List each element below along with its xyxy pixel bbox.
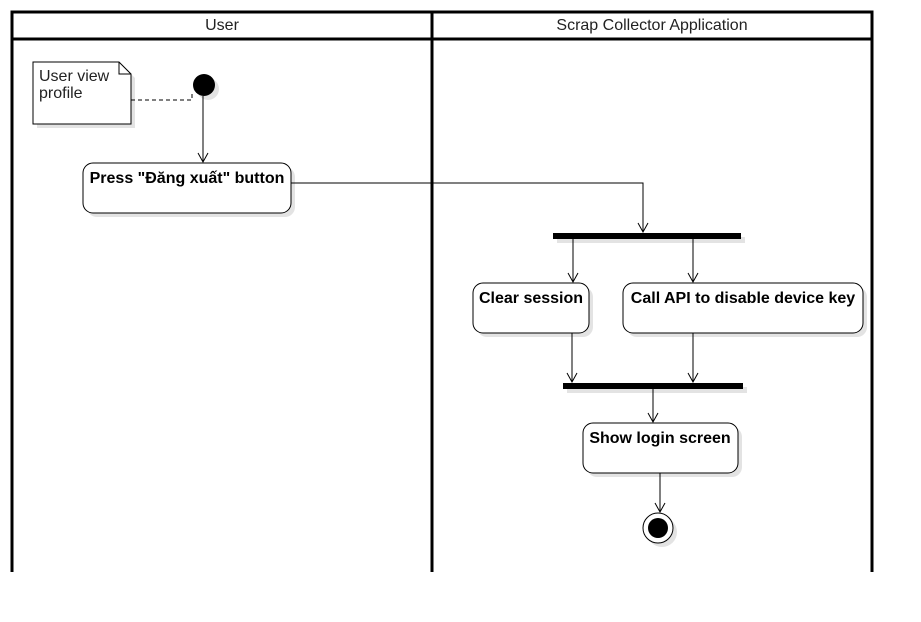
action-call-api — [622, 282, 864, 334]
join-bar — [563, 383, 743, 389]
note: User view profile — [32, 61, 135, 128]
swimlane-title-app: Scrap Collector Application — [556, 17, 747, 34]
action-clear-session-label: Clear session — [479, 290, 583, 307]
action-clear-session — [472, 282, 590, 334]
swimlane-title-user: User — [205, 17, 239, 34]
initial-node — [193, 74, 215, 96]
note-line-2: profile — [39, 85, 83, 102]
fork-bar — [553, 233, 741, 239]
final-node — [642, 512, 674, 544]
action-show-login-label: Show login screen — [589, 430, 730, 447]
action-press-logout — [82, 162, 292, 214]
note-line-1: User view — [39, 68, 110, 85]
swimlane-frame — [10, 10, 874, 572]
action-call-api-label: Call API to disable device key — [631, 290, 855, 307]
flow-press-to-fork — [291, 182, 649, 234]
note-connector — [131, 94, 193, 101]
action-press-logout-label: Press "Đăng xuất" button — [90, 170, 285, 187]
